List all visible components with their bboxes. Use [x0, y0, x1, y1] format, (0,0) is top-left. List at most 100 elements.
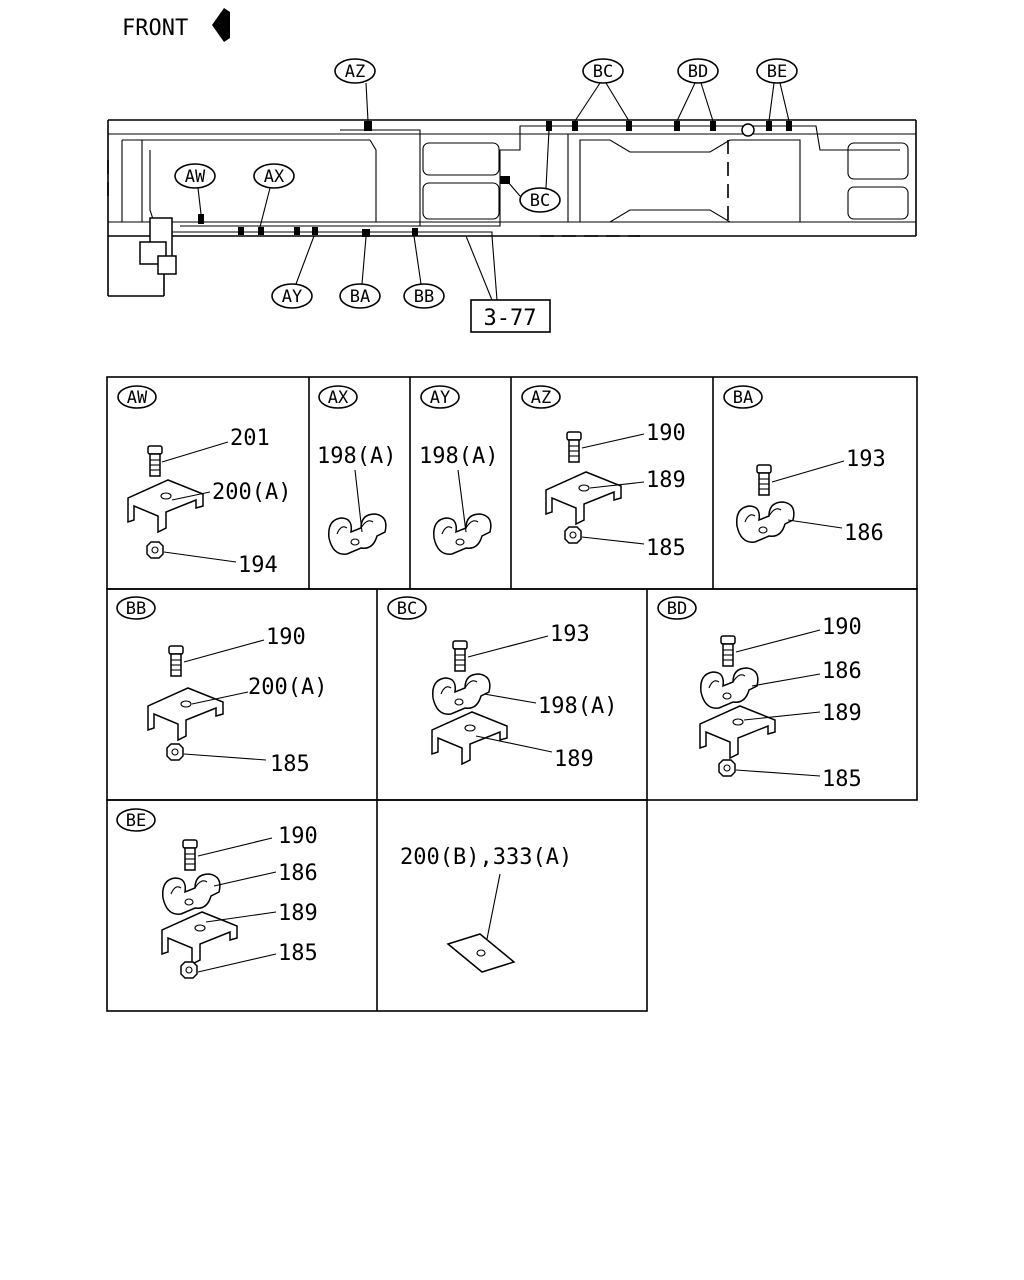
svg-text:BC: BC — [530, 191, 550, 211]
ref-box-3-77[interactable]: 3-77 — [465, 235, 551, 333]
svg-text:BC: BC — [397, 599, 417, 619]
bolt-icon — [147, 445, 163, 477]
svg-text:BE: BE — [767, 62, 787, 82]
svg-text:AY: AY — [430, 388, 450, 408]
label-186: 186 — [822, 659, 862, 684]
svg-text:AW: AW — [185, 167, 206, 187]
panel-bb-tag: BB — [116, 596, 156, 620]
bolt-icon — [182, 839, 198, 871]
bracket-icon — [147, 687, 224, 741]
valve-cluster — [139, 217, 177, 275]
front-label: FRONT — [122, 16, 188, 41]
plate-icon — [446, 933, 516, 973]
clip-icon — [736, 501, 795, 543]
panel-be: BE 190 186 189 185 — [116, 808, 318, 979]
bolt-icon — [756, 464, 772, 496]
label-185: 185 — [646, 536, 686, 561]
svg-text:BE: BE — [126, 811, 146, 831]
label-190: 190 — [646, 421, 686, 446]
panel-ax: AX 198(A) — [317, 385, 396, 555]
svg-text:AY: AY — [282, 287, 302, 307]
bracket-icon — [431, 711, 508, 765]
label-193: 193 — [550, 622, 590, 647]
panel-az-tag: AZ — [521, 385, 561, 409]
svg-text:AW: AW — [127, 388, 148, 408]
label-194: 194 — [238, 553, 278, 578]
label-185: 185 — [270, 752, 310, 777]
label-190: 190 — [266, 625, 306, 650]
label-200a: 200(A) — [212, 480, 291, 505]
svg-text:BA: BA — [350, 287, 370, 307]
bolt-icon — [452, 640, 468, 672]
label-185: 185 — [822, 767, 862, 792]
panel-bd-tag: BD — [657, 596, 697, 620]
nut-icon — [180, 961, 198, 979]
panel-bd: BD 190 186 189 185 — [657, 596, 862, 792]
svg-text:AX: AX — [328, 388, 349, 408]
label-201: 201 — [230, 426, 270, 451]
nut-icon — [718, 759, 736, 777]
panel-az: AZ 190 189 185 — [521, 385, 686, 561]
label-189: 189 — [278, 901, 318, 926]
label-189: 189 — [554, 747, 594, 772]
label-190: 190 — [822, 615, 862, 640]
callout-be[interactable]: BE — [756, 58, 798, 122]
nut-icon — [146, 541, 164, 559]
detail-grid — [106, 376, 918, 1012]
panel-ba-tag: BA — [723, 385, 763, 409]
svg-text:BC: BC — [593, 62, 613, 82]
label-189: 189 — [822, 701, 862, 726]
bolt-icon — [168, 645, 184, 677]
callout-bd[interactable]: BD — [676, 58, 719, 122]
clip-icon — [433, 513, 492, 555]
label-198a: 198(A) — [317, 444, 396, 469]
label-200a: 200(A) — [248, 675, 327, 700]
panel-aw: AW 201 200(A) 194 — [117, 385, 291, 578]
label-198a: 198(A) — [538, 694, 617, 719]
svg-text:AX: AX — [264, 167, 285, 187]
svg-text:BB: BB — [126, 599, 146, 619]
callout-bc-top[interactable]: BC — [574, 58, 630, 122]
bracket-icon — [127, 479, 204, 533]
chassis-overview: AZ BC BD BE AW AX — [107, 58, 917, 333]
callout-bc-low[interactable]: BC — [507, 129, 561, 213]
svg-text:BB: BB — [414, 287, 434, 307]
callout-ba[interactable]: BA — [339, 236, 381, 309]
panel-aw-tag: AW — [117, 385, 157, 409]
callout-ax[interactable]: AX — [253, 163, 295, 228]
bracket-icon — [545, 471, 622, 525]
label-200b-333a: 200(B),333(A) — [400, 845, 572, 870]
clip-icon — [432, 673, 491, 715]
panel-plate: 200(B),333(A) — [400, 845, 572, 973]
nut-icon — [166, 743, 184, 761]
label-189: 189 — [646, 468, 686, 493]
label-186: 186 — [278, 861, 318, 886]
panel-ay-tag: AY — [420, 385, 460, 409]
svg-text:BD: BD — [667, 599, 687, 619]
callout-ay[interactable]: AY — [271, 235, 315, 309]
callout-aw[interactable]: AW — [174, 163, 216, 215]
svg-text:BA: BA — [733, 388, 753, 408]
bracket-icon — [161, 911, 238, 965]
bracket-icon — [699, 705, 776, 759]
panel-ba: BA 193 186 — [723, 385, 886, 546]
svg-text:BD: BD — [688, 62, 708, 82]
bolt-icon — [720, 635, 736, 667]
front-arrow-icon — [212, 8, 230, 42]
panel-ay: AY 198(A) — [419, 385, 498, 555]
svg-text:AZ: AZ — [531, 388, 551, 408]
panel-ax-tag: AX — [318, 385, 358, 409]
panel-bb: BB 190 200(A) 185 — [116, 596, 327, 777]
label-193: 193 — [846, 447, 886, 472]
svg-text:AZ: AZ — [345, 62, 365, 82]
label-186: 186 — [844, 521, 884, 546]
label-198a: 198(A) — [419, 444, 498, 469]
clip-icon — [700, 667, 759, 709]
panel-be-tag: BE — [116, 808, 156, 832]
callout-bb[interactable]: BB — [403, 235, 445, 309]
clip-icon — [162, 873, 221, 915]
nut-icon — [564, 526, 582, 544]
svg-text:3-77: 3-77 — [484, 306, 537, 331]
callout-az[interactable]: AZ — [334, 58, 376, 122]
